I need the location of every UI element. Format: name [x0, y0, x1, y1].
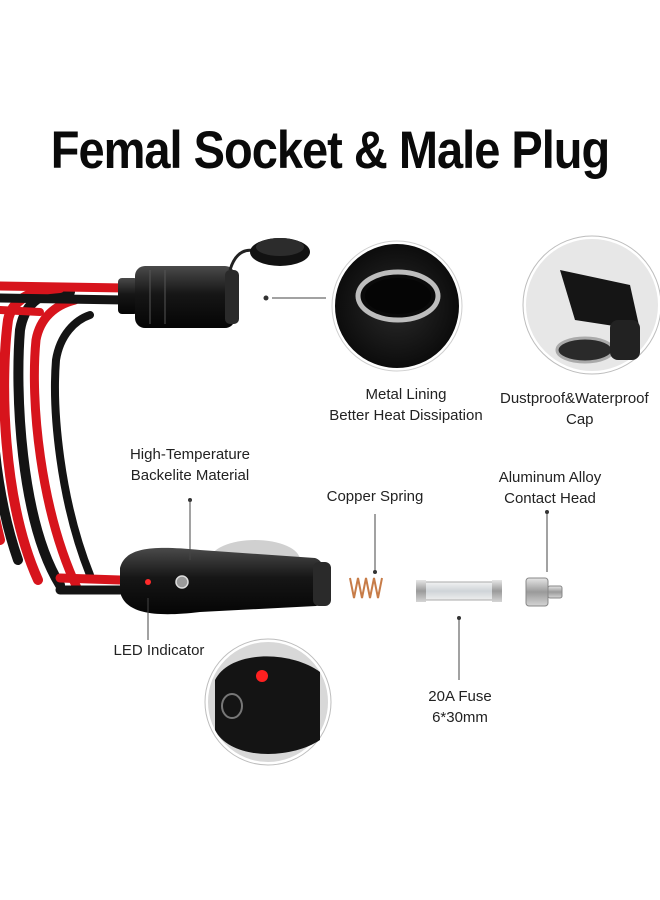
product-title: Femal Socket & Male Plug: [50, 119, 610, 180]
backelite-label: High-Temperature Backelite Material: [129, 446, 251, 484]
female-socket: [118, 238, 310, 328]
pointer-dot: [263, 295, 269, 301]
fuse: [416, 580, 502, 602]
copper-spring: [349, 577, 383, 599]
male-plug: [120, 540, 331, 615]
zoom-led: [204, 638, 332, 766]
coiled-cable: [0, 281, 130, 595]
zoom-cap: [522, 235, 660, 375]
copper-spring-label: Copper Spring: [326, 488, 424, 505]
metal-lining-label: Metal Lining Better Heat Dissipation: [329, 386, 483, 424]
fuse-label: 20A Fuse 6*30mm: [428, 688, 492, 726]
contact-head-label: Aluminum Alloy Contact Head: [498, 469, 602, 507]
led-indicator-label: LED Indicator: [113, 642, 205, 659]
zoom-metal-lining: [331, 240, 463, 372]
cap-label: Dustproof&Waterproof Cap: [500, 390, 649, 428]
pointer-lines: [147, 498, 549, 680]
contact-head: [525, 577, 563, 607]
